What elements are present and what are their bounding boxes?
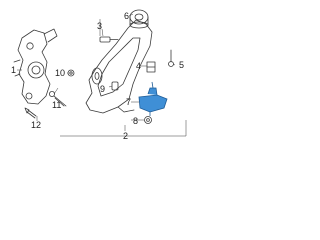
callout-7: 7 [126,97,132,107]
rear-bushing [129,9,149,29]
front-bushing [91,67,103,85]
rear-bushing-cup [146,61,156,73]
steering-knuckle [13,28,58,105]
nut-bottom [144,116,152,124]
front-bushing-bolt [99,36,119,43]
callout-5: 5 [179,60,185,70]
callout-1: 1 [11,65,17,75]
callout-2: 2 [123,131,129,141]
callout-9: 9 [100,84,106,94]
callout-12: 12 [31,120,42,130]
diagram-artwork [13,9,187,137]
ball-joint-highlighted [138,81,168,116]
callout-11: 11 [52,100,62,110]
lower-bolt [24,107,37,119]
leader-lines [17,13,187,137]
nut-left [67,69,75,77]
callout-6: 6 [124,11,130,21]
knuckle-bolt [49,91,67,107]
callout-10: 10 [55,68,66,78]
side-bolt [168,49,174,67]
parts-diagram: 1 2 3 4 5 6 7 8 9 10 11 12 [0,0,200,147]
callout-8: 8 [133,116,139,126]
callout-4: 4 [136,61,142,71]
callout-3: 3 [97,21,103,31]
